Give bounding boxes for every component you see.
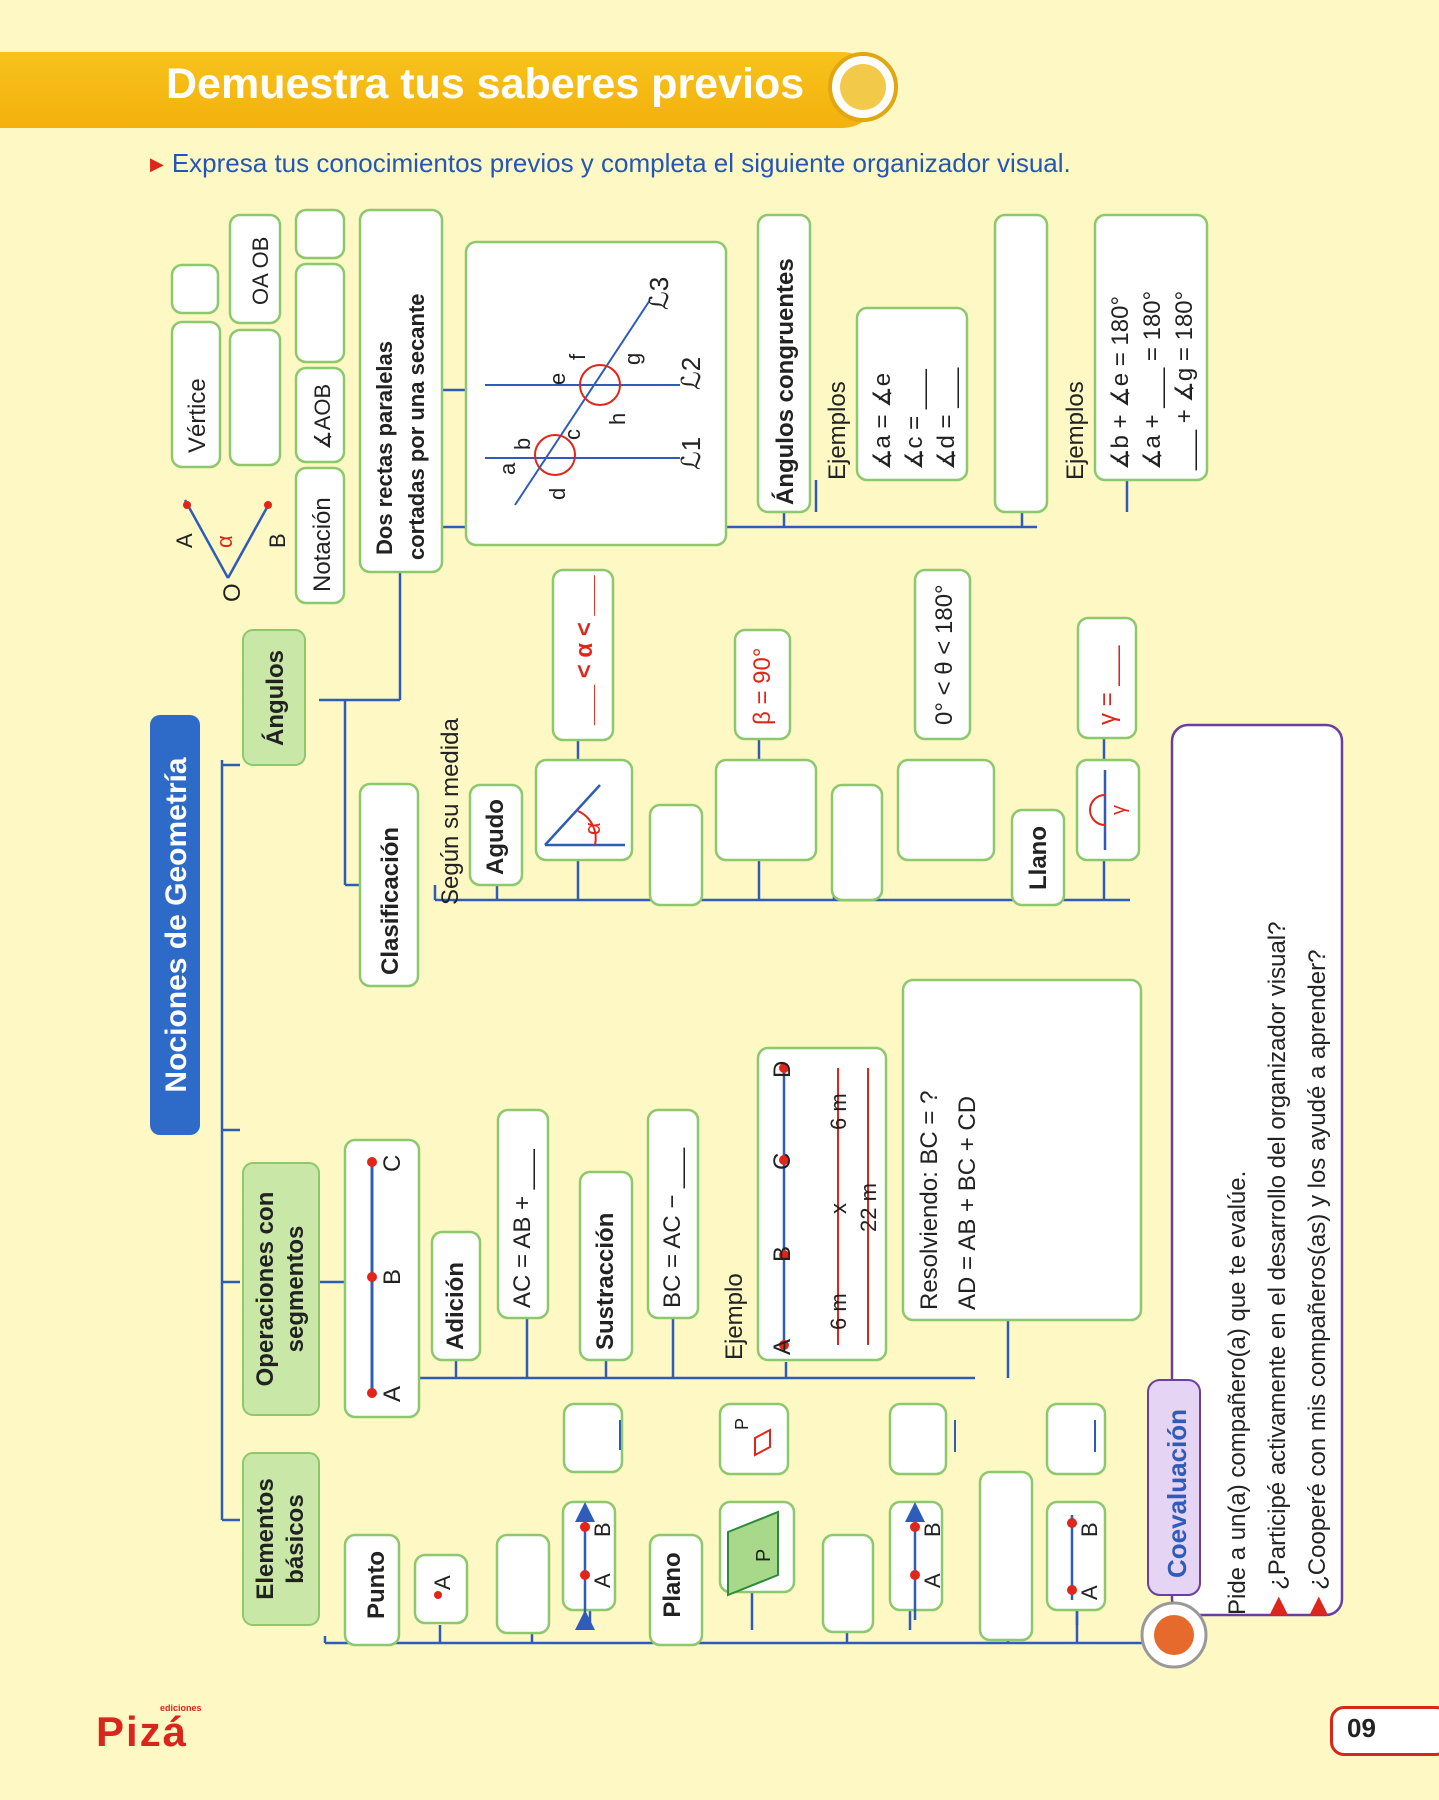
network-dots-icon <box>828 52 898 122</box>
svg-text:P: P <box>732 1418 752 1430</box>
svg-text:0° < θ < 180°: 0° < θ < 180° <box>931 584 958 725</box>
svg-text:∡d = ___: ∡d = ___ <box>933 367 960 470</box>
instruction-text: Expresa tus conocimientos previos y comp… <box>171 148 1071 178</box>
svg-text:b: b <box>510 438 535 450</box>
branch-elementos: Elementos básicos <box>242 1452 320 1626</box>
svg-text:e: e <box>545 373 570 385</box>
svg-text:Agudo: Agudo <box>482 799 509 875</box>
svg-text:cortadas por una secante: cortadas por una secante <box>404 293 429 560</box>
svg-text:Nociones de Geometría: Nociones de Geometría <box>160 757 193 1092</box>
svg-text:A: A <box>920 1573 945 1588</box>
header-banner <box>0 52 880 128</box>
svg-text:Adición: Adición <box>442 1262 469 1350</box>
page-number: 09 <box>1347 1713 1376 1743</box>
svg-text:básicos: básicos <box>282 1494 309 1583</box>
punto-label: Punto <box>363 1551 390 1619</box>
svg-text:Pide a un(a) compañero(a) que: Pide a un(a) compañero(a) que te evalúe. <box>1224 1171 1251 1615</box>
svg-text:x: x <box>826 1203 851 1214</box>
svg-text:ℒ3: ℒ3 <box>644 277 674 310</box>
svg-text:6 m: 6 m <box>826 1293 851 1330</box>
svg-text:∡a + ___ = 180°: ∡a + ___ = 180° <box>1139 291 1166 470</box>
svg-text:P: P <box>753 1549 775 1562</box>
svg-text:Sustracción: Sustracción <box>592 1213 619 1350</box>
branch-operaciones: Operaciones con segmentos <box>242 1162 320 1416</box>
svg-text:Llano: Llano <box>1025 826 1052 890</box>
coevaluacion-panel: Coevaluación Pide a un(a) compañero(a) q… <box>1140 723 1344 1669</box>
svg-text:C: C <box>769 1153 796 1170</box>
svg-text:Operaciones con: Operaciones con <box>252 1192 279 1387</box>
svg-text:▶ ¿Participé activamente en el: ▶ ¿Participé activamente en el desarroll… <box>1264 922 1291 1615</box>
svg-text:Dos rectas paralelas: Dos rectas paralelas <box>372 341 397 555</box>
svg-text:Punto: Punto <box>363 1551 390 1619</box>
svg-text:γ = ___: γ = ___ <box>1094 645 1121 725</box>
svg-text:B: B <box>769 1246 796 1262</box>
svg-text:Ángulos: Ángulos <box>261 650 289 746</box>
svg-text:Ejemplos: Ejemplos <box>824 381 851 480</box>
svg-text:AC = AB + ___: AC = AB + ___ <box>509 1149 536 1308</box>
center-node: Nociones de Geometría <box>150 715 200 1135</box>
svg-text:A: A <box>769 1339 796 1355</box>
svg-text:6 m: 6 m <box>826 1093 851 1130</box>
svg-text:Ejemplos: Ejemplos <box>1062 381 1089 480</box>
svg-text:___ < α < ___: ___ < α < ___ <box>571 575 598 726</box>
svg-text:segmentos: segmentos <box>282 1226 309 1353</box>
svg-text:OA OB: OA OB <box>248 237 273 305</box>
svg-text:Vértice: Vértice <box>184 378 211 453</box>
svg-text:f: f <box>565 353 590 360</box>
svg-text:ℒ1: ℒ1 <box>676 437 706 470</box>
svg-text:B: B <box>265 533 290 548</box>
svg-text:A: A <box>1077 1585 1102 1600</box>
piza-logo: Pizá <box>96 1708 189 1755</box>
svg-text:∡b + ∡e = 180°: ∡b + ∡e = 180° <box>1107 296 1134 470</box>
svg-text:g: g <box>620 353 645 365</box>
svg-text:A: A <box>590 1573 615 1588</box>
plano-label: Plano <box>659 1552 686 1617</box>
svg-text:BC = AC − ___: BC = AC − ___ <box>659 1147 686 1308</box>
svg-text:∡AOB: ∡AOB <box>310 384 335 450</box>
svg-text:Ejemplo: Ejemplo <box>721 1273 748 1360</box>
svg-text:▶ ¿Cooperé con mis compañeros(: ▶ ¿Cooperé con mis compañeros(as) y los … <box>1304 950 1331 1615</box>
svg-text:Clasificación: Clasificación <box>377 827 404 975</box>
instruction: ▶Expresa tus conocimientos previos y com… <box>150 148 1071 178</box>
svg-text:A: A <box>172 533 197 548</box>
svg-text:Plano: Plano <box>659 1552 686 1617</box>
svg-text:22 m: 22 m <box>856 1183 881 1232</box>
svg-text:B: B <box>920 1522 945 1537</box>
svg-text:B: B <box>1077 1522 1102 1537</box>
svg-text:Elementos: Elementos <box>252 1478 279 1599</box>
svg-text:O: O <box>219 583 246 602</box>
svg-text:∡c = ___: ∡c = ___ <box>901 368 928 470</box>
svg-text:Ángulos congruentes: Ángulos congruentes <box>771 258 799 505</box>
svg-text:α: α <box>212 535 237 548</box>
svg-text:h: h <box>605 413 630 425</box>
svg-text:A: A <box>379 1386 406 1402</box>
svg-text:c: c <box>560 429 585 440</box>
svg-text:Coevaluación: Coevaluación <box>1162 1409 1192 1578</box>
page-number-box <box>1330 1706 1439 1756</box>
svg-text:B: B <box>590 1522 615 1537</box>
svg-text:d: d <box>545 488 570 500</box>
svg-text:Según su medida: Según su medida <box>437 718 464 905</box>
svg-text:AD = AB + BC + CD: AD = AB + BC + CD <box>954 1096 981 1310</box>
page-title: Demuestra tus saberes previos <box>166 60 805 108</box>
branch-angulos: Ángulos <box>242 629 306 766</box>
svg-text:B: B <box>379 1269 406 1285</box>
svg-text:β = 90°: β = 90° <box>749 648 776 725</box>
svg-text:C: C <box>379 1155 406 1172</box>
svg-text:Notación: Notación <box>309 497 336 592</box>
svg-text:α: α <box>580 822 605 835</box>
svg-text:a: a <box>495 462 520 475</box>
logo-subtitle: ediciones <box>160 1703 202 1713</box>
svg-text:ℒ2: ℒ2 <box>676 357 706 390</box>
svg-text:γ: γ <box>1108 805 1130 815</box>
svg-text:A: A <box>430 1575 455 1590</box>
svg-text:D: D <box>769 1061 796 1078</box>
svg-text:∡a = ∡e: ∡a = ∡e <box>869 373 896 470</box>
svg-text:Resolviendo: BC = ?: Resolviendo: BC = ? <box>916 1091 943 1310</box>
svg-text:___ + ∡g = 180°: ___ + ∡g = 180° <box>1171 291 1198 471</box>
